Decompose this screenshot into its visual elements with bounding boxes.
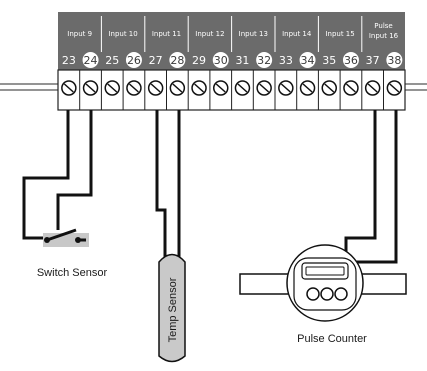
terminal-number-circle <box>342 52 359 68</box>
wire-switch-a <box>22 110 70 240</box>
wire-temp-a <box>155 110 167 258</box>
terminal-number-circle <box>386 52 403 68</box>
screw-slot <box>107 83 118 93</box>
terminal-number: 29 <box>192 54 206 67</box>
pipe-right <box>357 273 407 295</box>
screw-slot <box>194 83 205 93</box>
meter-display <box>301 262 349 280</box>
terminal-number: 28 <box>170 54 184 67</box>
terminal-number-circle <box>299 52 316 68</box>
switch-sensor-label: Switch Sensor <box>37 267 108 279</box>
temp-sensor-probe <box>158 253 186 363</box>
screw-slot <box>280 83 291 93</box>
wires <box>22 110 398 264</box>
input-group-label: Input 10 <box>108 30 137 38</box>
terminal-number-circle <box>82 52 99 68</box>
screw-slot <box>324 83 335 93</box>
terminal-number: 27 <box>149 54 163 67</box>
terminal-number: 32 <box>257 54 271 67</box>
screw-slot <box>150 83 161 93</box>
screw-slot <box>85 83 96 93</box>
screw-slot <box>389 83 400 93</box>
terminal-number: 38 <box>387 54 401 67</box>
input-group-label: Input 9 <box>67 30 92 38</box>
terminal-number-circle <box>256 52 273 68</box>
screw-slot <box>237 83 248 93</box>
meter-dial-2 <box>320 287 334 301</box>
terminal-number-circle <box>125 52 142 68</box>
terminal-number: 30 <box>214 54 228 67</box>
screw-slot <box>302 83 313 93</box>
terminal-number: 33 <box>279 54 293 67</box>
input-group-label: Input 13 <box>239 30 268 38</box>
pulse-counter <box>239 244 407 322</box>
terminal-number: 36 <box>344 54 358 67</box>
temp-sensor: Temp Sensor <box>158 253 186 363</box>
screw-slot <box>345 83 356 93</box>
input-group-label: Input 14 <box>282 30 312 38</box>
wire-pulse-a <box>344 110 377 255</box>
wire-pulse-b <box>346 110 398 264</box>
switch-sensor <box>43 228 89 247</box>
terminal-number-circle <box>169 52 186 68</box>
temp-sensor-label: Temp Sensor <box>167 277 179 342</box>
terminal-number: 23 <box>62 54 76 67</box>
screw-slot <box>367 83 378 93</box>
terminal-number: 34 <box>301 54 315 67</box>
screw-slot <box>259 83 270 93</box>
meter-dial-1 <box>306 287 320 301</box>
terminal-number: 37 <box>366 54 380 67</box>
terminal-number: 24 <box>84 54 98 67</box>
terminal-number: 25 <box>105 54 119 67</box>
input-group-labels: Input 9 Input 10 Input 11 Input 12 Input 13 I… <box>67 16 399 52</box>
screw-slot <box>172 83 183 93</box>
terminal-number-circle <box>212 52 229 68</box>
input-group-label: Pulse <box>374 22 392 30</box>
input-group-label: Input 12 <box>195 30 224 38</box>
screw-slot <box>128 83 139 93</box>
terminal-numbers: 23 24 25 26 27 28 29 30 31 32 33 34 35 36 37 38 <box>62 52 403 68</box>
terminal-number: 26 <box>127 54 141 67</box>
terminal-number: 31 <box>235 54 249 67</box>
screw-terminals <box>57 70 403 110</box>
input-group-label: Input 16 <box>369 32 399 40</box>
terminal-number: 35 <box>322 54 336 67</box>
screw-slot <box>215 83 226 93</box>
meter-dial-3 <box>334 287 348 301</box>
meter-housing-inner <box>293 257 357 311</box>
wire-switch-b <box>56 110 93 230</box>
input-group-label: Input 15 <box>325 30 354 38</box>
din-rail <box>0 83 427 91</box>
input-group-label: Input 11 <box>152 30 181 38</box>
screw-slot <box>63 83 74 93</box>
pulse-counter-label: Pulse Counter <box>297 333 367 345</box>
pipe-left <box>239 273 291 295</box>
